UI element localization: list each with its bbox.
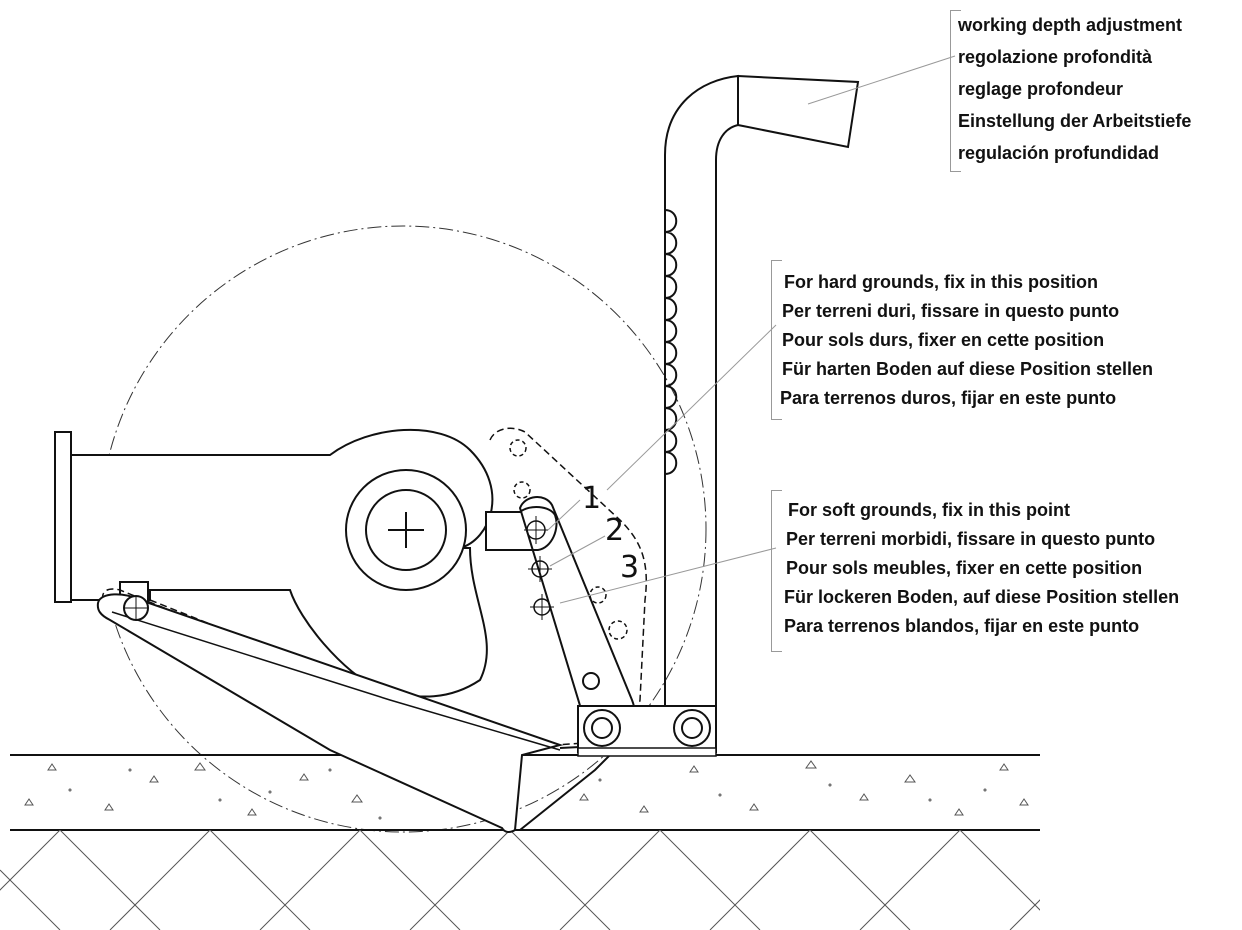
earth-hatch [0, 830, 1040, 930]
wheel-outline-circle [99, 225, 707, 833]
soft-grounds-bracket [771, 490, 782, 652]
left-pivot-pin-cross [124, 596, 148, 620]
tine-inner-line [111, 611, 561, 751]
position-number-1: 1 [582, 481, 602, 516]
callout-line: Para terrenos blandos, fijar en este pun… [784, 616, 1140, 636]
base-pin-right-inner [681, 717, 703, 739]
callout-line: Pour sols durs, fixer en cette position [782, 330, 1105, 350]
position-cross-marks [524, 516, 554, 620]
base-pin-left-inner [591, 717, 613, 739]
dashed-hole-set [509, 439, 628, 640]
callout-line: Per terreni morbidi, fissare in questo p… [786, 529, 1156, 549]
callout-line: Para terrenos duros, fijar en este punto [780, 388, 1117, 408]
soil-aggregate-marks [24, 760, 1029, 820]
callout-line: Für lockeren Boden, auf diese Position s… [784, 587, 1180, 607]
tine-point [519, 743, 623, 831]
small-hole [582, 672, 600, 690]
position-number-3: 3 [620, 550, 640, 585]
hard-grounds-bracket [771, 260, 782, 420]
base-strip [577, 747, 717, 757]
leader-lines [547, 55, 956, 604]
depth-adjustment-bracket [950, 10, 961, 172]
callout-line: reglage profondeur [958, 79, 1124, 99]
mounting-plate [54, 431, 72, 603]
position-number-2: 2 [605, 513, 625, 548]
lever-notches [664, 209, 678, 475]
tine-arm [96, 593, 564, 834]
callout-line: Für harten Boden auf diese Position stel… [782, 359, 1154, 379]
callout-line: Pour sols meubles, fixer en cette positi… [786, 558, 1143, 578]
adjustment-lever [664, 74, 739, 706]
callout-line: For hard grounds, fix in this position [784, 272, 1098, 292]
hub-center-cross [388, 512, 424, 548]
callout-line: Per terreni duri, fissare in questo punt… [782, 301, 1120, 321]
callout-line: regulación profundidad [958, 143, 1159, 163]
callout-line: working depth adjustment [958, 15, 1183, 35]
dashed-swing-outline [101, 427, 647, 746]
callout-line: For soft grounds, fix in this point [788, 500, 1070, 520]
callout-line: Einstellung der Arbeitstiefe [958, 111, 1192, 131]
callout-line: regolazione profondità [958, 47, 1153, 67]
lever-handle-grip [737, 74, 860, 149]
